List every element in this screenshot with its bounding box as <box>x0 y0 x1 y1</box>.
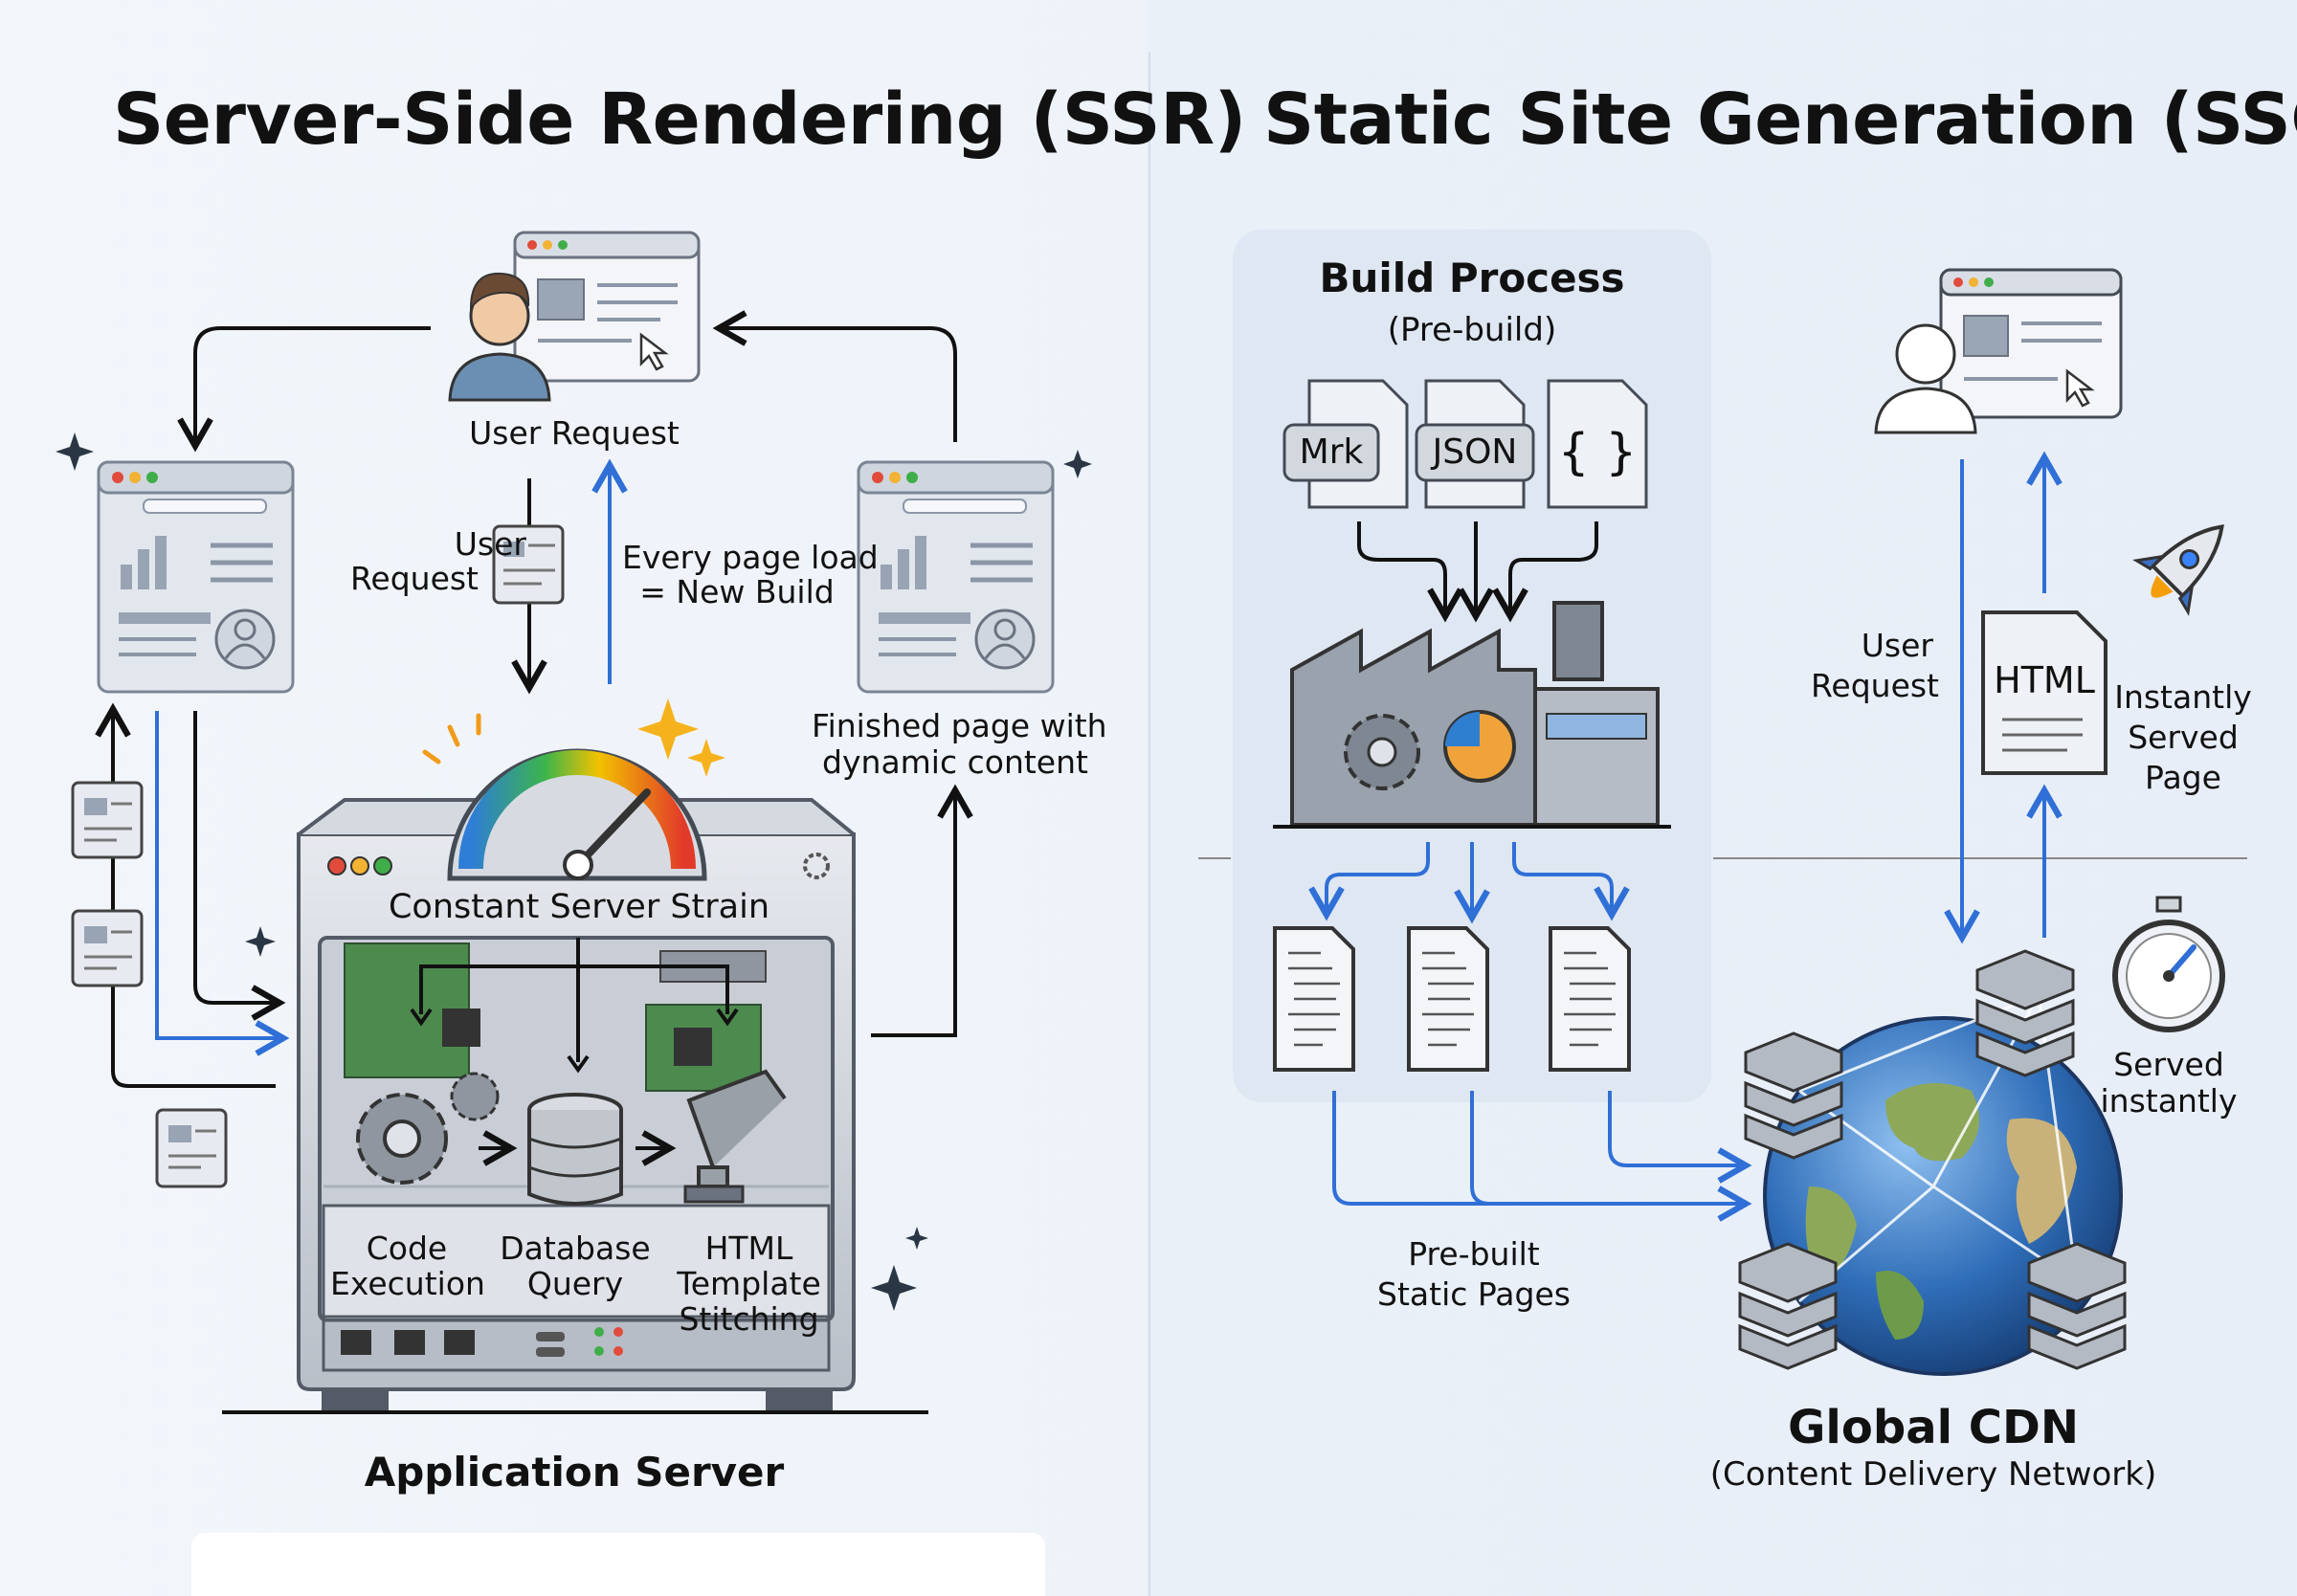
factory-icon <box>1273 601 1671 829</box>
cdn-title: Global CDN <box>1788 1401 2079 1454</box>
html-document-icon <box>1981 610 2107 775</box>
user-browser-right <box>1874 268 2123 434</box>
bottom-card <box>191 1533 1045 1596</box>
pages-to-cdn-arrows <box>1332 451 2063 1222</box>
instantly-served-label-1: Instantly <box>2114 678 2252 716</box>
finished-page-label-1: Finished page with <box>812 707 1107 744</box>
user-request-mid-label-2: Request <box>349 560 479 597</box>
served-instantly-label-1: Served <box>2113 1046 2224 1083</box>
sparkle-icons <box>56 432 1092 1311</box>
finished-page-label-2: dynamic content <box>822 743 1088 781</box>
server-strain-label: Constant Server Strain <box>388 888 770 926</box>
step-db-label-1: Database <box>500 1230 651 1267</box>
browser-window-left <box>97 460 295 694</box>
step-html-label-3: Stitching <box>679 1300 819 1338</box>
build-process-subtitle: (Pre-build) <box>1387 311 1557 349</box>
stopwatch-icon <box>2112 896 2225 1032</box>
step-code-label-2: Execution <box>330 1265 485 1302</box>
build-arrows <box>1308 521 1630 924</box>
ssg-user-request-label-2: Request <box>1810 667 1939 704</box>
served-instantly-label-2: instantly <box>2100 1082 2238 1119</box>
html-doc-label: HTML <box>1994 659 2095 701</box>
mini-docs-left <box>71 524 565 1188</box>
cdn-subtitle: (Content Delivery Network) <box>1709 1455 2157 1494</box>
instantly-served-label-3: Page <box>2145 759 2221 796</box>
user-browser-top <box>448 231 701 402</box>
gauge-icon <box>422 698 725 881</box>
application-server-label: Application Server <box>364 1449 785 1496</box>
center-divider <box>1148 53 1150 1596</box>
cdn-server-stacks <box>1738 949 2127 1370</box>
rocket-icon <box>2132 524 2224 616</box>
file-json-label: JSON <box>1432 432 1518 472</box>
build-process-title: Build Process <box>1319 255 1625 301</box>
file-mrk-label: Mrk <box>1299 432 1364 472</box>
ssg-user-request-label-1: User <box>1861 627 1933 664</box>
static-page-docs <box>1273 926 1631 1072</box>
every-page-load-label-2: = New Build <box>639 573 835 610</box>
user-request-mid-label-1: User <box>454 525 526 563</box>
application-server <box>222 798 928 1414</box>
globe-icon <box>1763 1016 2123 1376</box>
step-html-label-2: Template <box>677 1265 821 1302</box>
step-code-label-1: Code <box>366 1230 448 1267</box>
prebuilt-label-1: Pre-built <box>1408 1235 1540 1273</box>
file-braces-label: { } <box>1557 424 1638 481</box>
step-db-label-2: Query <box>526 1265 624 1302</box>
ssg-title: Static Site Generation (SSG) <box>1263 78 2297 161</box>
prebuilt-label-2: Static Pages <box>1377 1275 1571 1313</box>
instantly-served-label-2: Served <box>2128 719 2239 756</box>
source-files <box>1282 379 1648 509</box>
step-html-label-1: HTML <box>704 1230 793 1267</box>
every-page-load-label-1: Every page load <box>622 539 879 576</box>
user-request-top-label: User Request <box>469 414 680 452</box>
browser-window-right <box>857 460 1055 694</box>
